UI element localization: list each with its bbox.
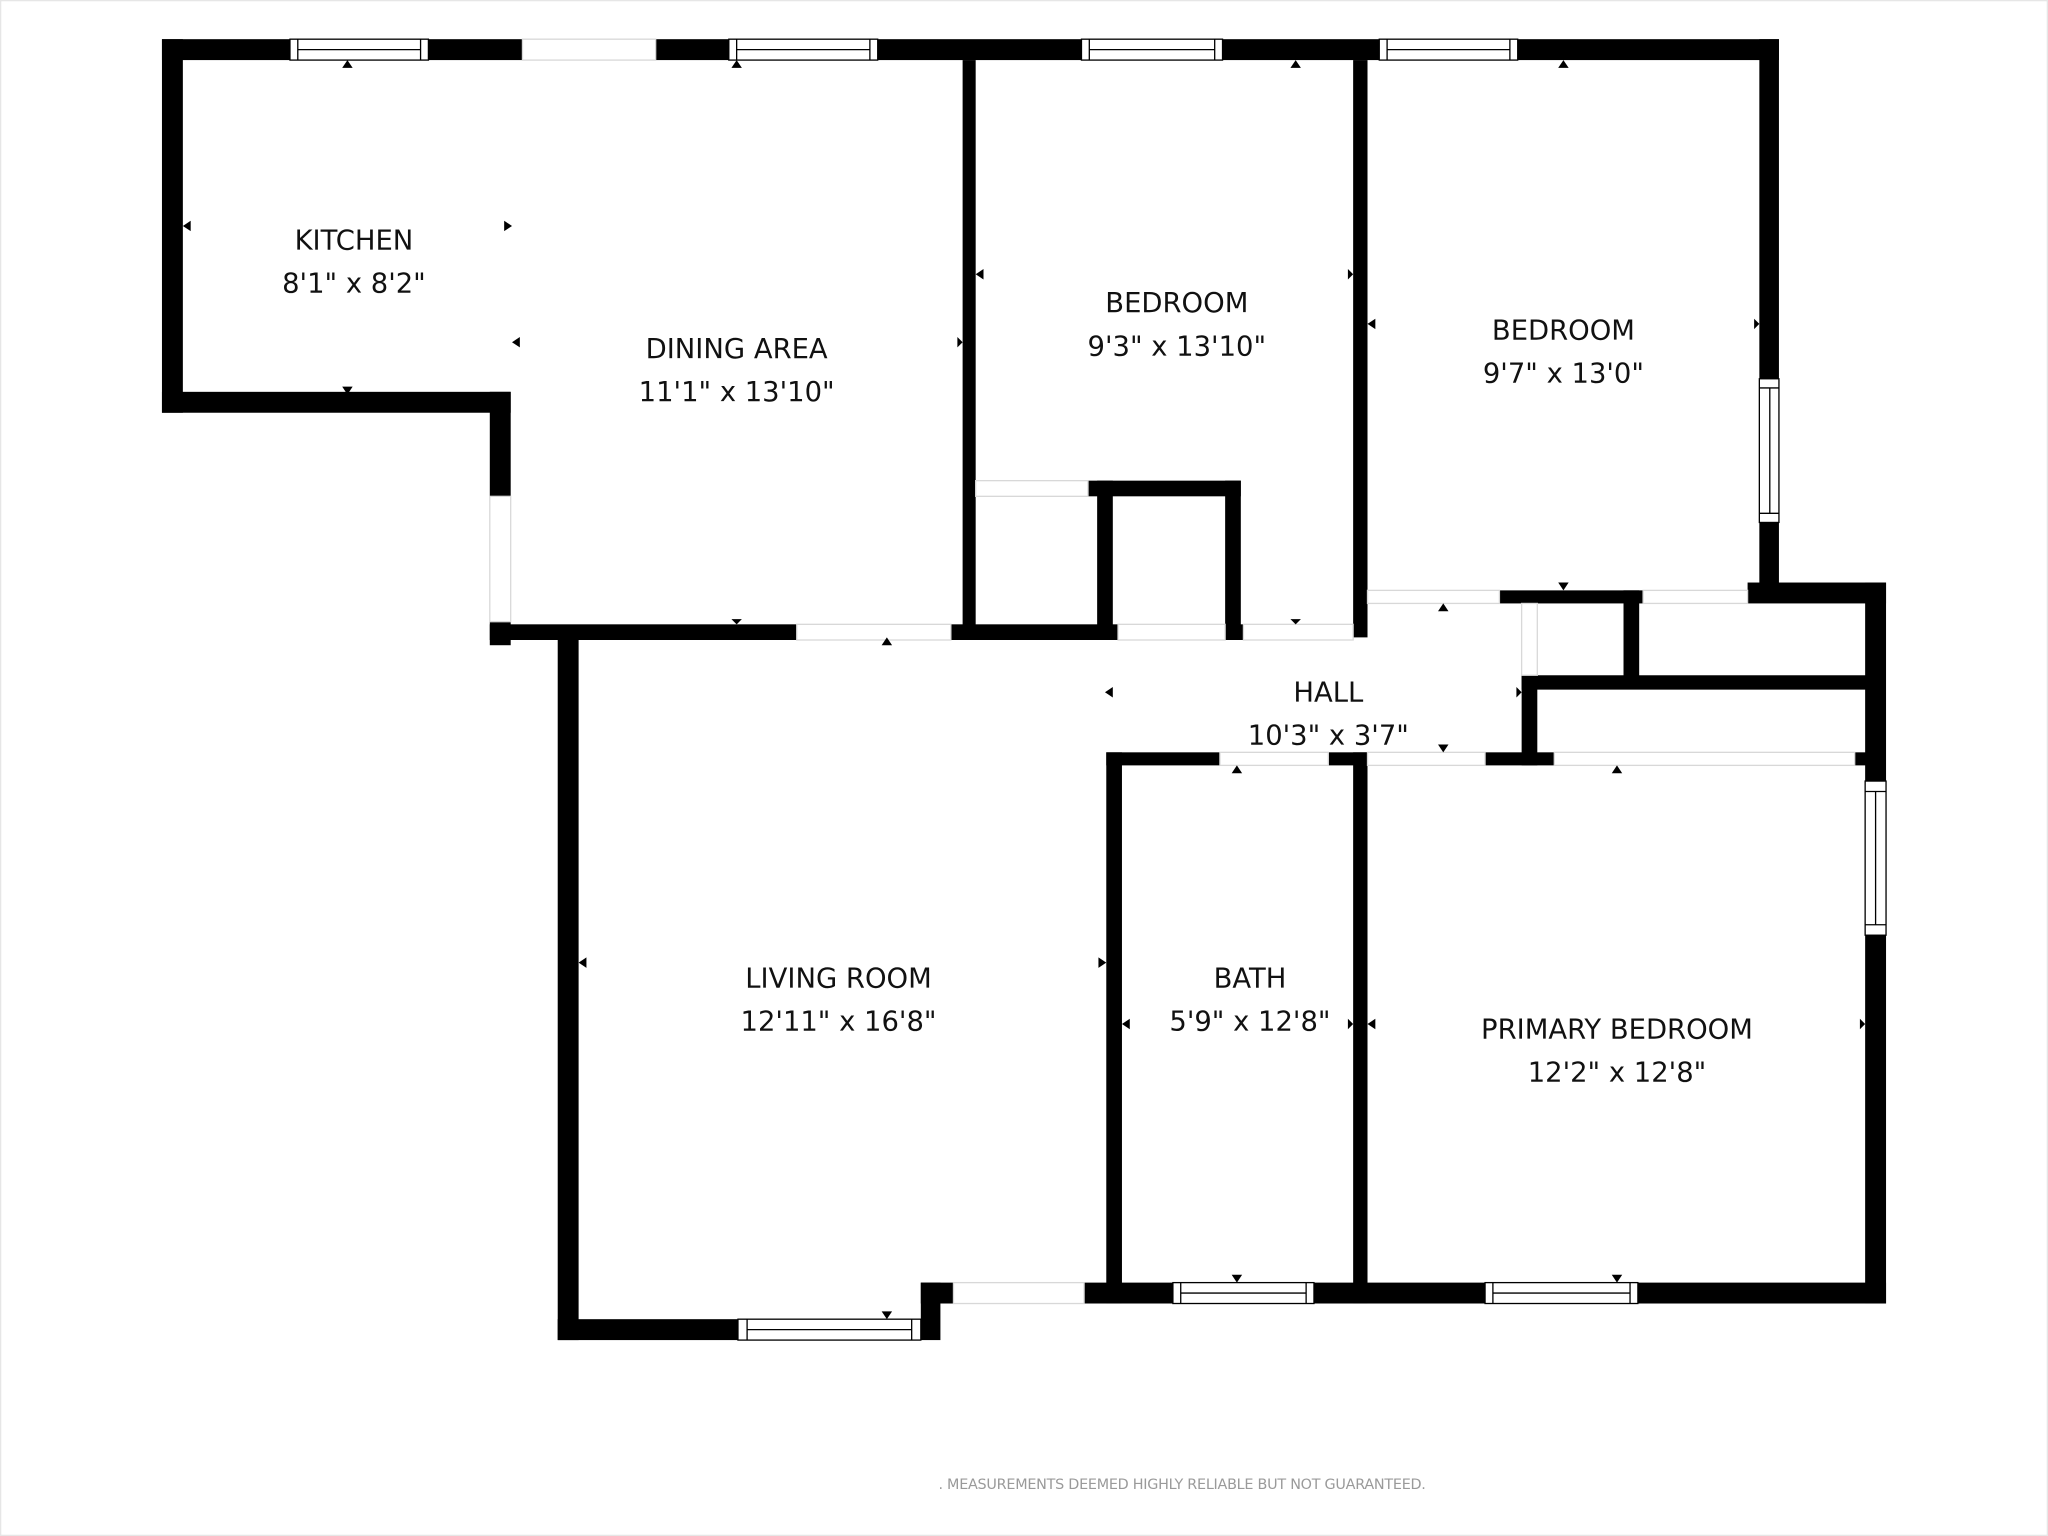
room-hall: HALL 10'3" x 3'7" [1248,677,1409,751]
room-bedroom-2: BEDROOM 9'7" x 13'0" [1483,316,1644,390]
room-dimensions: 9'3" x 13'10" [1088,331,1267,362]
window-living-bottom [737,1318,922,1341]
room-name: BATH [1214,963,1287,994]
room-dimensions: 12'2" x 12'8" [1528,1057,1707,1088]
openings [489,38,1856,1305]
room-dimensions: 11'1" x 13'10" [639,377,835,408]
room-primary-bedroom: PRIMARY BEDROOM 12'2" x 12'8" [1481,1014,1753,1088]
window-primary-bottom [1484,1281,1639,1305]
room-dimensions: 10'3" x 3'7" [1248,720,1409,751]
room-bath: BATH 5'9" x 12'8" [1169,963,1330,1037]
room-dining-area: DINING AREA 11'1" x 13'10" [639,334,835,408]
room-kitchen: KITCHEN 8'1" x 8'2" [282,225,426,299]
room-dimensions: 9'7" x 13'0" [1483,359,1644,390]
room-name: PRIMARY BEDROOM [1481,1014,1753,1045]
window-primary-right [1864,780,1887,936]
room-name: HALL [1293,677,1364,708]
window-bedroom1-top [1080,38,1224,61]
room-name: DINING AREA [646,334,828,365]
room-name: BEDROOM [1105,288,1248,319]
window-bedroom2-top [1378,38,1519,61]
window-kitchen-top [289,38,430,61]
room-name: KITCHEN [295,225,414,256]
room-dimensions: 5'9" x 12'8" [1169,1007,1330,1038]
room-dimensions: 8'1" x 8'2" [282,269,426,300]
measurement-markers [182,60,1866,1320]
windows [289,38,1887,1341]
room-name: LIVING ROOM [745,963,931,994]
window-bedroom2-right [1758,378,1780,524]
room-dimensions: 12'11" x 16'8" [741,1007,937,1038]
room-living-room: LIVING ROOM 12'11" x 16'8" [741,963,937,1037]
window-bath-bottom [1172,1281,1315,1305]
walls [161,39,1887,1341]
window-dining-top [728,38,879,61]
disclaimer-text: . MEASUREMENTS DEEMED HIGHLY RELIABLE BU… [938,1477,1425,1493]
room-name: BEDROOM [1492,316,1635,347]
room-bedroom-1: BEDROOM 9'3" x 13'10" [1088,288,1267,362]
